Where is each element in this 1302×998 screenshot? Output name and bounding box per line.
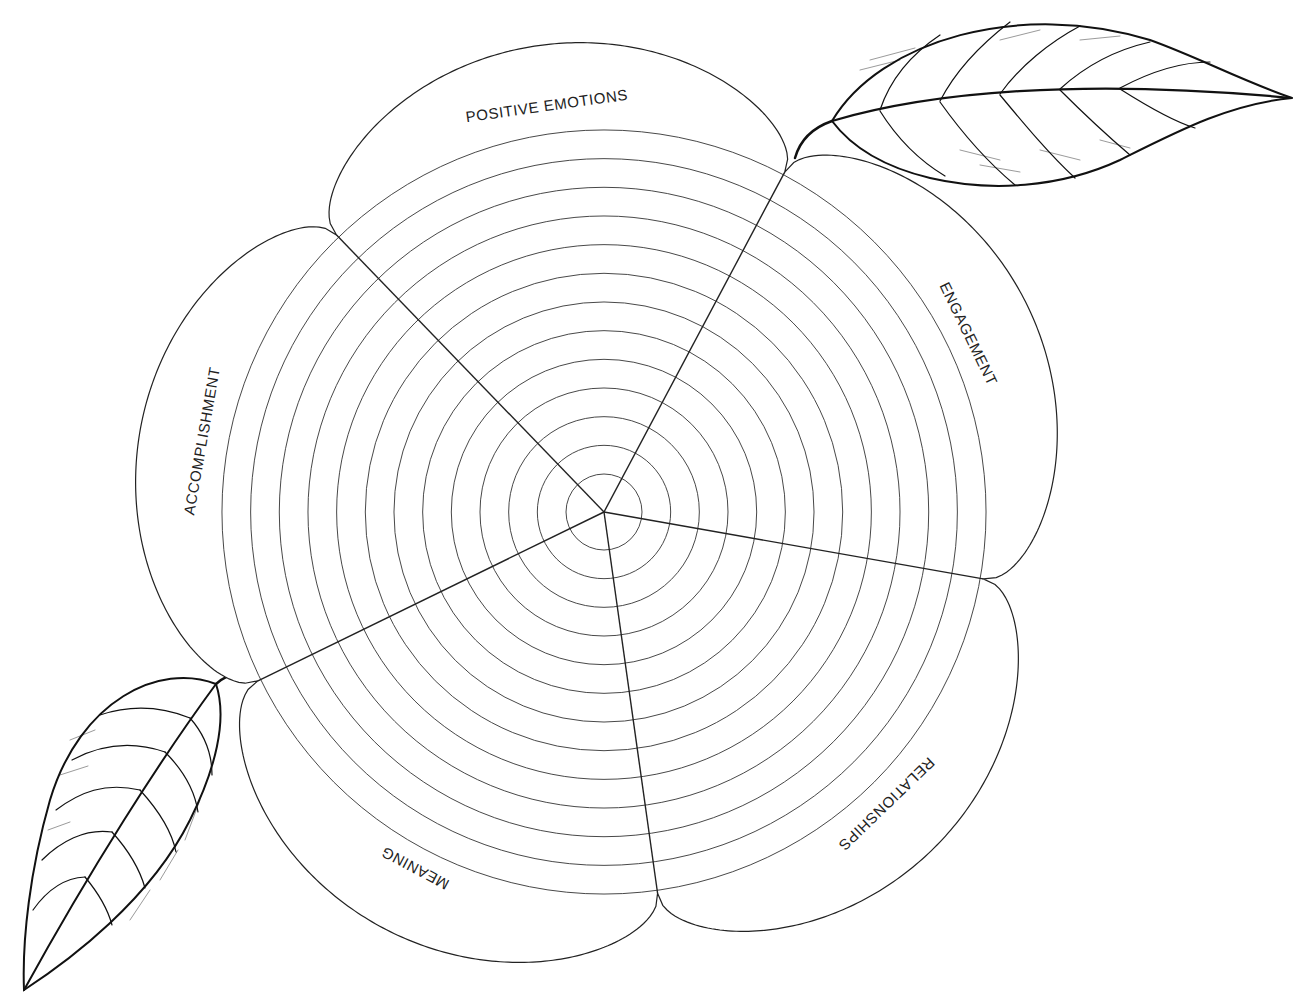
petal-outline [136, 43, 1058, 963]
scale-ring [251, 159, 958, 866]
wheel [136, 43, 1058, 963]
sector-divider [604, 512, 658, 893]
sector-divider [337, 235, 604, 512]
leaf-midrib [832, 89, 1292, 121]
sector-divider [258, 512, 604, 681]
leaf [832, 24, 1292, 186]
leaf-veins [33, 708, 212, 925]
leaf-midrib [24, 684, 216, 990]
scale-ring [279, 187, 928, 836]
sector-divider [604, 512, 983, 579]
sector-divider [604, 172, 785, 512]
leaf [24, 678, 221, 990]
leaf-hatching [48, 730, 200, 920]
leaf-stem [795, 121, 832, 158]
scale-ring [222, 130, 986, 894]
leaf-veins [880, 22, 1210, 185]
scale-ring [308, 216, 900, 808]
leaf-hatching [860, 30, 1130, 172]
leaves [24, 22, 1292, 990]
